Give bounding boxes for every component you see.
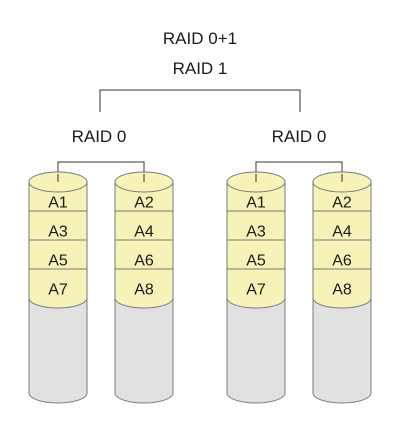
block-label: A3 xyxy=(246,224,266,241)
block-label: A7 xyxy=(246,282,266,299)
group-label-right: RAID 0 xyxy=(272,127,327,146)
title-raid-1: RAID 1 xyxy=(173,59,228,78)
disk-free-space xyxy=(312,297,372,404)
block-label: A6 xyxy=(134,253,154,270)
block-label: A1 xyxy=(48,195,68,212)
block-label: A2 xyxy=(134,195,154,212)
block-label: A5 xyxy=(48,253,68,270)
disk-block xyxy=(28,268,88,309)
block-label: A6 xyxy=(332,253,352,270)
block-label: A7 xyxy=(48,282,68,299)
disk-block xyxy=(226,268,286,309)
disk-block xyxy=(312,268,372,309)
block-label: A4 xyxy=(332,224,352,241)
disk-block xyxy=(114,268,174,309)
disk-free-space xyxy=(28,297,88,404)
block-label: A1 xyxy=(246,195,266,212)
group-label-left: RAID 0 xyxy=(72,127,127,146)
mirror-connector xyxy=(99,89,301,112)
block-label: A8 xyxy=(134,282,154,299)
block-label: A4 xyxy=(134,224,154,241)
block-label: A3 xyxy=(48,224,68,241)
block-label: A5 xyxy=(246,253,266,270)
title-raid-0-1: RAID 0+1 xyxy=(163,29,237,48)
disk-free-space xyxy=(226,297,286,404)
disk-free-space xyxy=(114,297,174,404)
block-label: A8 xyxy=(332,282,352,299)
block-label: A2 xyxy=(332,195,352,212)
